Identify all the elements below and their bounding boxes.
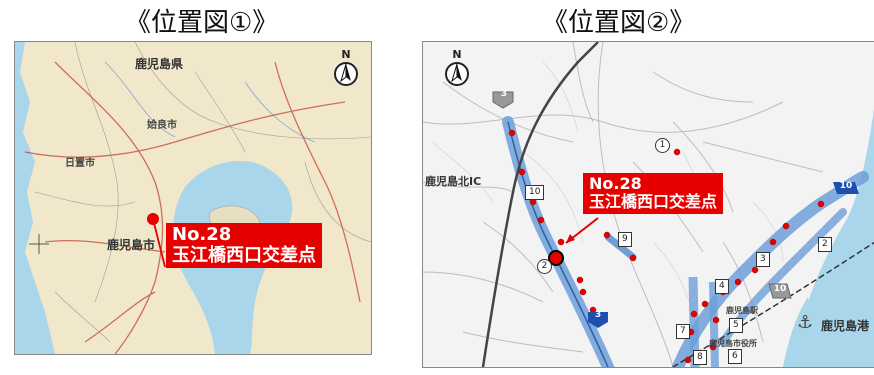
panel2-title: 《位置図②》	[542, 8, 696, 38]
city-hall-label: 鹿児島市役所	[709, 339, 757, 348]
map1-graphic	[15, 42, 371, 354]
west-town-label: 日置市	[65, 158, 95, 169]
prefecture-label: 鹿児島県	[135, 57, 184, 71]
north-arrow-icon: N	[332, 48, 360, 90]
circle-num-2: 2	[537, 259, 552, 274]
box-num-4: 4	[715, 279, 729, 294]
route-shield-10-gray: 10	[773, 284, 787, 294]
north-arrow-icon-2: N	[443, 48, 471, 90]
box-num-10: 10	[525, 185, 545, 200]
map2-graphic	[423, 42, 874, 367]
box-num-9: 9	[618, 232, 632, 247]
location-callout-2: No.28 玉江橋西口交差点	[583, 173, 724, 214]
callout1-number: No.28	[172, 224, 232, 245]
compass-n-label: N	[341, 48, 351, 61]
callout2-name: 玉江橋西口交差点	[589, 192, 718, 212]
route-shield-3-south: 3	[594, 310, 602, 320]
box-num-3: 3	[756, 252, 770, 267]
route-shield-3-north: 3	[500, 89, 508, 99]
box-num-6: 6	[728, 349, 742, 364]
route-shield-10-blue: 10	[839, 181, 853, 191]
location-callout-1: No.28 玉江橋西口交差点	[166, 223, 322, 269]
panel1-title: 《位置図①》	[125, 8, 279, 38]
north-town-label: 姶良市	[147, 120, 177, 131]
port-label: 鹿児島港	[821, 319, 870, 333]
ic-label: 鹿児島北IC	[425, 175, 482, 188]
anchor-icon: ⚓	[797, 312, 814, 333]
box-num-8: 8	[693, 350, 707, 365]
callout1-name: 玉江橋西口交差点	[172, 244, 316, 266]
box-num-2: 2	[818, 237, 832, 252]
station-label: 鹿児島駅	[726, 306, 758, 315]
city-label: 鹿児島市	[107, 238, 156, 252]
compass-n-label-2: N	[452, 48, 462, 61]
location-map-1: 鹿児島県 姶良市 日置市 鹿児島市 N	[14, 41, 372, 355]
callout2-number: No.28	[589, 174, 642, 193]
circle-num-1: 1	[655, 138, 670, 153]
box-num-5: 5	[729, 318, 743, 333]
location-map-2: N 3 3 10 10 鹿児島北IC 10 9 4 3 2 7 5 8 6 1 …	[422, 41, 874, 368]
box-num-7: 7	[676, 324, 690, 339]
